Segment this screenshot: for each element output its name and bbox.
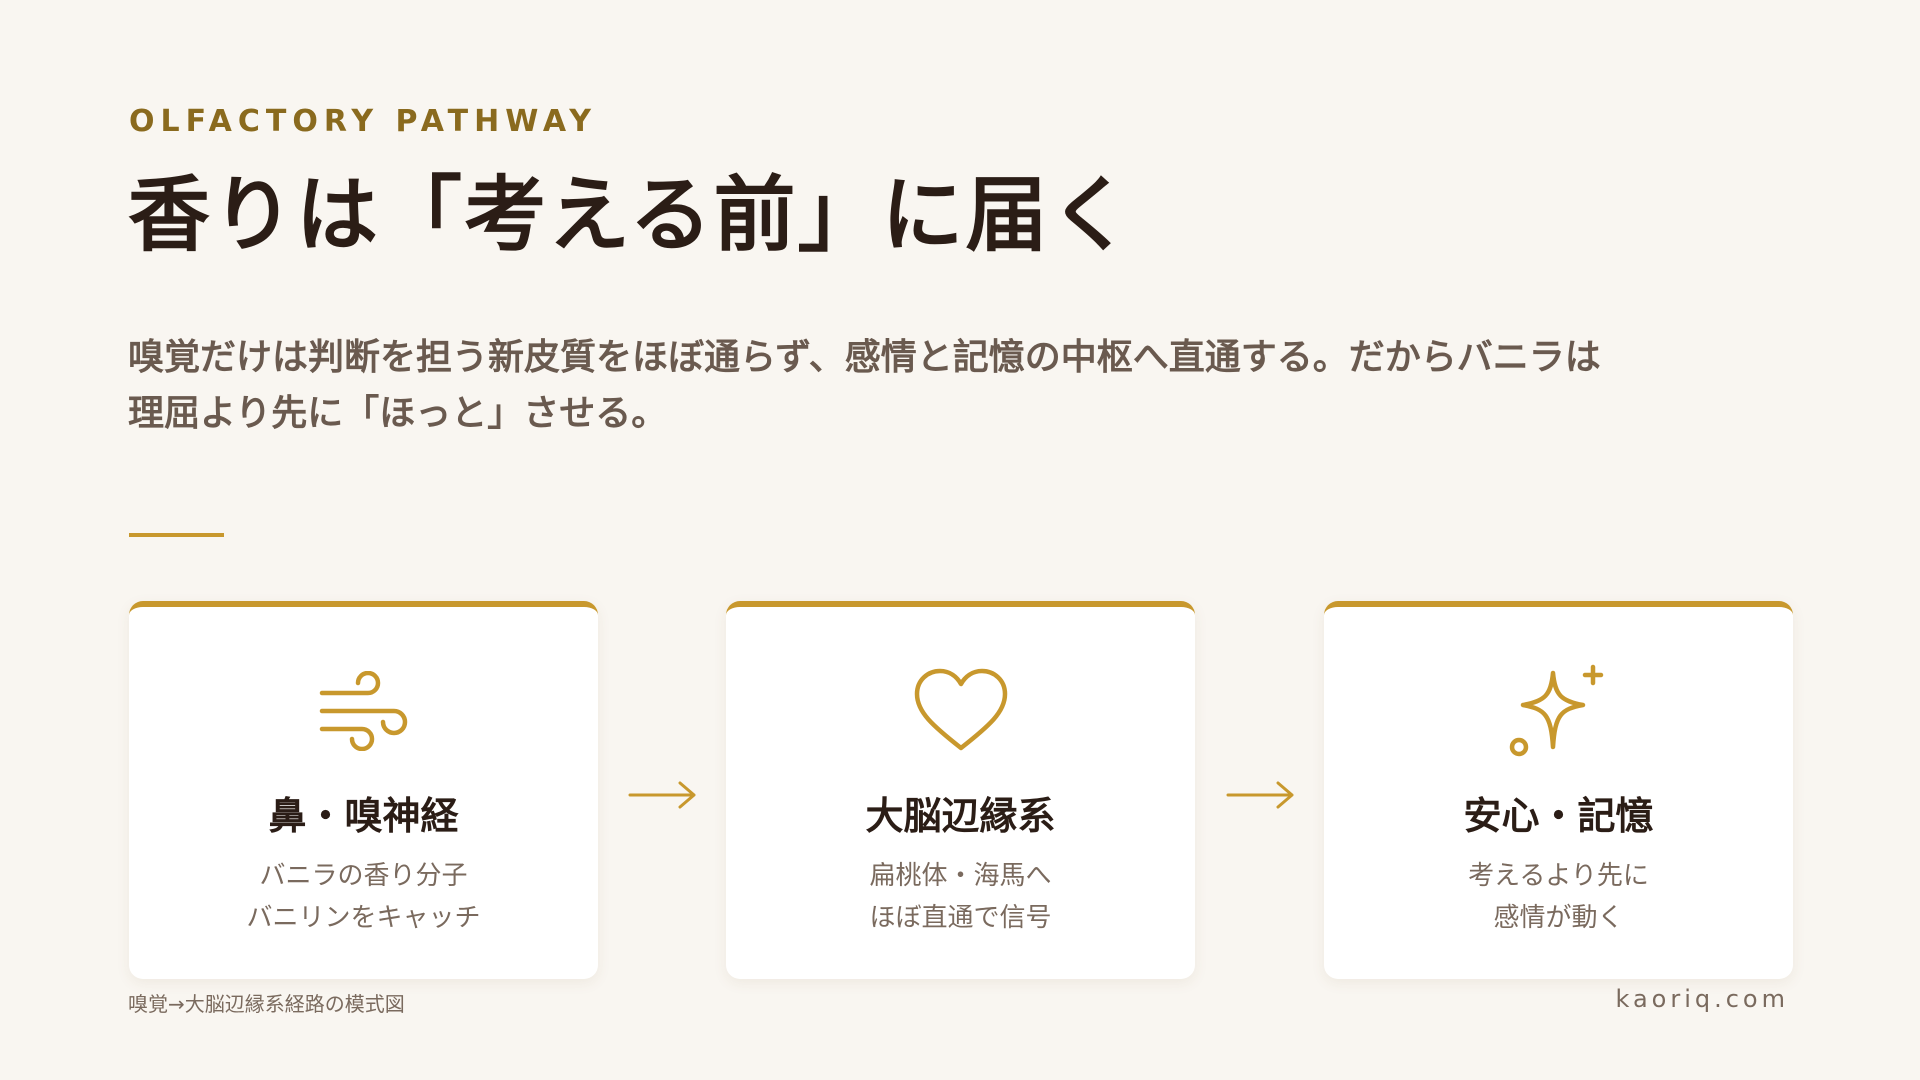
card-title: 大脳辺縁系	[865, 793, 1056, 838]
card-description: 扁桃体・海馬へ ほぼ直通で信号	[726, 855, 1195, 939]
card-title: 安心・記憶	[1463, 793, 1654, 838]
card-line: バニラの香り分子	[259, 861, 468, 891]
card-limbic: 大脳辺縁系 扁桃体・海馬へ ほぼ直通で信号	[726, 601, 1195, 979]
card-relief: 安心・記憶 考えるより先に 感情が動く	[1324, 601, 1793, 979]
card-line: バニリンをキャッチ	[246, 903, 481, 933]
eyebrow-label: OLFACTORY PATHWAY	[129, 104, 598, 139]
arrow-right-icon	[628, 781, 696, 809]
card-description: 考えるより先に 感情が動く	[1324, 855, 1793, 939]
footer-domain: kaoriq.com	[1615, 985, 1789, 1013]
card-title: 鼻・嗅神経	[268, 793, 459, 838]
card-line: 感情が動く	[1493, 903, 1624, 933]
page-title: 香りは「考える前」に届く	[128, 167, 1134, 263]
arrow-right-icon	[1226, 781, 1294, 809]
card-description: バニラの香り分子 バニリンをキャッチ	[129, 855, 598, 939]
accent-divider	[129, 533, 224, 537]
card-line: 考えるより先に	[1468, 861, 1649, 891]
lead-paragraph: 嗅覚だけは判断を担う新皮質をほぼ通らず、感情と記憶の中枢へ直通する。だからバニラ…	[128, 337, 1601, 434]
card-line: ほぼ直通で信号	[869, 903, 1052, 933]
figure-caption: 嗅覚→大脳辺縁系経路の模式図	[128, 992, 405, 1016]
card-line: 扁桃体・海馬へ	[869, 861, 1052, 891]
card-nose: 鼻・嗅神経 バニラの香り分子 バニリンをキャッチ	[129, 601, 598, 979]
sparkle-icon	[1324, 664, 1793, 757]
heart-icon	[726, 665, 1195, 757]
wind-icon	[129, 665, 598, 757]
